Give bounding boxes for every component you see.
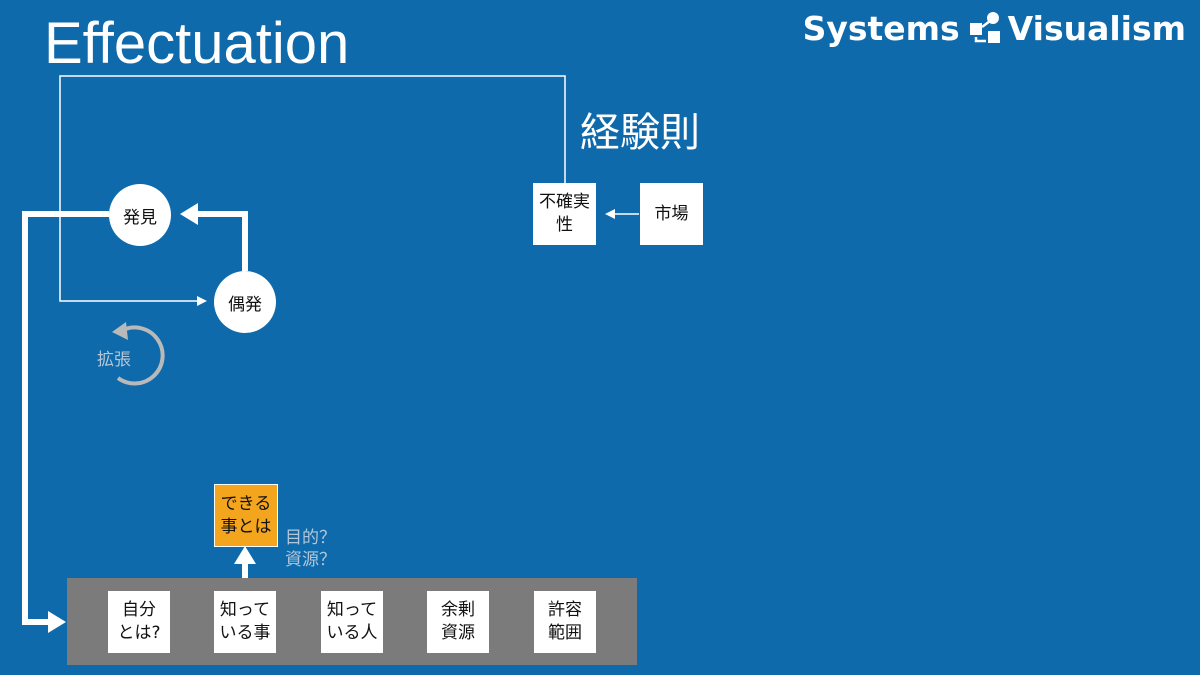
page-title: Effectuation (44, 11, 350, 76)
resource-label: 許容 範囲 (548, 600, 582, 643)
systems-visualism-logo-icon (969, 12, 1000, 43)
node-what-can-do-label: できる 事とは (220, 493, 272, 537)
node-discovery-label: 発見 (123, 207, 157, 228)
brand-left: Systems (802, 8, 960, 48)
heuristic-loop-line (59, 75, 566, 306)
resource-box: 余剰 資源 (427, 591, 489, 653)
heuristic-label: 経験則 (580, 110, 700, 156)
node-uncertainty: 不確実 性 (533, 183, 596, 245)
node-market-label: 市場 (654, 203, 689, 224)
resource-box: 知って いる人 (321, 591, 383, 653)
node-contingency: 偶発 (214, 271, 276, 333)
node-uncertainty-label: 不確実 性 (539, 192, 590, 235)
brand: Systems Visualism (803, 8, 1186, 48)
node-market: 市場 (640, 183, 703, 245)
resource-label: 知って いる人 (326, 600, 378, 643)
expansion-loop-label: 拡張 (97, 350, 131, 370)
node-discovery: 発見 (109, 184, 171, 246)
contingency-to-discovery-arrow (196, 211, 248, 271)
counterclockwise-loop-arrow-icon (112, 322, 165, 386)
discovery-to-resources-arrow (22, 211, 109, 625)
resource-box: 自分 とは? (108, 591, 170, 653)
node-what-can-do: できる 事とは (214, 484, 278, 547)
resource-label: 知って いる事 (219, 600, 271, 643)
goal-resource-note: 目的？ 資源？ (285, 528, 336, 571)
resource-label: 自分 とは? (117, 600, 161, 643)
resource-box: 知って いる事 (214, 591, 276, 653)
node-contingency-label: 偶発 (228, 294, 262, 315)
resource-label: 余剰 資源 (441, 600, 475, 643)
resource-box: 許容 範囲 (534, 591, 596, 653)
brand-right: Visualism (1007, 8, 1186, 48)
